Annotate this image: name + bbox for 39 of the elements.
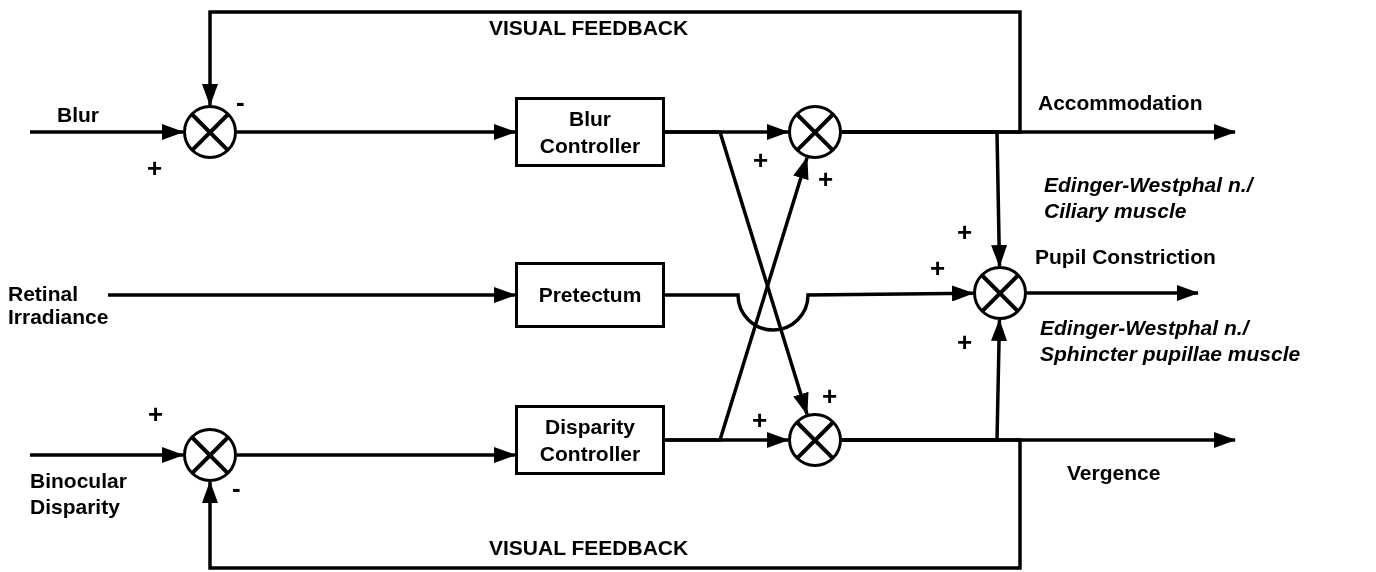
process-box: Disparity Controller [515, 405, 665, 475]
signal-arrow [1027, 285, 1199, 301]
signal-arrow [665, 156, 809, 442]
signal-arrow [108, 287, 516, 303]
sign-label: + [957, 326, 973, 359]
sign-label: + [752, 404, 768, 437]
sign-label: - [232, 472, 241, 505]
signal-arrow [30, 447, 184, 463]
sign-label: + [957, 216, 973, 249]
sign-label: + [818, 163, 834, 196]
signal-arrow [665, 285, 974, 332]
text-label: Pupil Constriction [1035, 244, 1216, 270]
signal-arrow [842, 130, 1008, 267]
sign-label: + [930, 252, 946, 285]
signal-arrow [842, 319, 1007, 442]
text-label: Binocular Disparity [30, 468, 128, 521]
summing-junction [973, 266, 1027, 320]
summing-junction [183, 105, 237, 159]
text-label: Vergence [1067, 460, 1161, 486]
sign-label: + [822, 380, 838, 413]
process-box: Pretectum [515, 262, 665, 328]
signal-arrow [202, 438, 1022, 570]
summing-junction [183, 428, 237, 482]
signal-arrow [237, 124, 516, 140]
signal-arrow [30, 124, 184, 140]
sign-label: + [147, 152, 163, 185]
sign-label: + [148, 398, 164, 431]
text-label: Edinger-Westphal n./ Sphincter pupillae muscle [1040, 315, 1302, 368]
signal-arrow [665, 130, 809, 416]
summing-junction [788, 105, 842, 159]
text-label: Accommodation [1038, 90, 1203, 116]
summing-junction [788, 413, 842, 467]
text-label: Blur [57, 102, 99, 128]
signal-arrow [237, 447, 516, 463]
signal-arrow [202, 10, 1022, 134]
process-box: Blur Controller [515, 97, 665, 167]
sign-label: + [753, 144, 769, 177]
text-label: Edinger-Westphal n./ Ciliary muscle [1044, 172, 1254, 225]
sign-label: - [236, 86, 245, 119]
